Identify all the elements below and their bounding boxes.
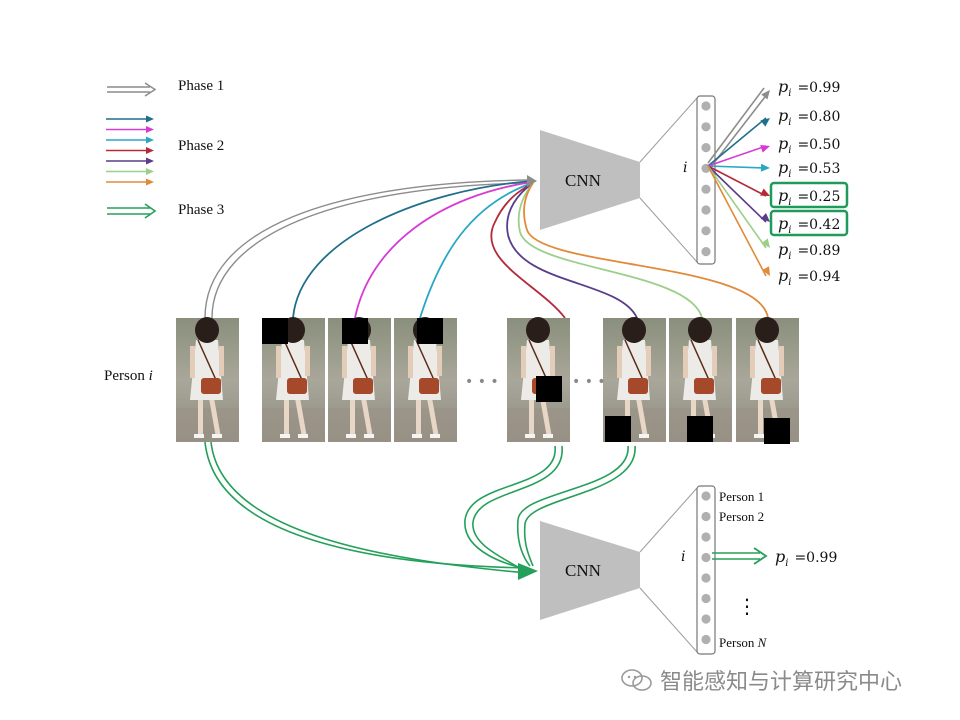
bottom-node-4	[701, 552, 711, 563]
highlight-box-025	[769, 181, 849, 209]
legend-phase3-arrow	[107, 203, 157, 219]
person-image-4	[394, 317, 457, 442]
wechat-icon	[621, 669, 652, 691]
top-node-5	[701, 184, 711, 194]
bottom-node-1	[701, 491, 711, 501]
legend-phase1-label: Phase 1	[178, 78, 225, 94]
top-node-var: i	[683, 160, 687, 176]
bottom-node-5	[701, 573, 711, 583]
top-output-nodes	[701, 101, 711, 257]
fan-arrow-8	[707, 165, 770, 277]
occlusion-block-4	[417, 318, 443, 344]
legend-phase2-arrow-2	[106, 126, 154, 133]
phase-curves-to-top-cnn	[204, 175, 769, 319]
ellipsis-2: • • •	[572, 374, 606, 390]
top-node-1	[701, 101, 711, 111]
fan-arrow-7	[707, 165, 770, 249]
top-node-7	[701, 226, 711, 236]
fan-arrow-2	[707, 117, 770, 167]
prob-label-6: pi=0.42	[778, 214, 840, 236]
bottom-node-7	[701, 614, 711, 624]
watermark-text: 智能感知与计算研究中心	[660, 670, 903, 695]
person-image-2	[262, 317, 325, 442]
occlusion-block-2	[262, 318, 288, 344]
prob-label-8: pi=0.94	[778, 266, 840, 288]
bottom-node-var: i	[681, 549, 685, 565]
person-image-6	[603, 317, 666, 442]
person-label-text: Person	[104, 368, 145, 384]
person-n-label: Person N	[719, 635, 768, 650]
person-image-3	[328, 317, 391, 442]
phase3-arrowhead	[518, 563, 538, 580]
legend-phase2-arrow-3	[106, 136, 154, 144]
legend-phase3-label: Phase 3	[178, 202, 225, 218]
top-output-column	[696, 95, 716, 265]
cnn-bottom-label: CNN	[565, 561, 601, 580]
legend-phase2-arrows	[106, 115, 154, 186]
watermark: 智能感知与计算研究中心	[620, 664, 902, 696]
legend-phase2-label: Phase 2	[178, 138, 225, 154]
top-node-8	[701, 247, 711, 257]
legend-phase2-arrow-5	[106, 157, 154, 165]
top-fan-arrows	[707, 87, 770, 277]
legend-phase2-arrow-1	[106, 115, 154, 123]
legend-phase2-arrow-4	[106, 147, 154, 154]
fan-arrow-5	[707, 165, 770, 197]
prob-label-5: pi=0.25	[778, 186, 840, 208]
legend-phase2-arrow-7	[106, 178, 154, 186]
top-node-2	[701, 122, 711, 132]
highlight-box-042	[769, 209, 849, 237]
cnn-top-block	[540, 130, 640, 230]
prob-label-2: pi=0.80	[778, 106, 840, 128]
person-image-8	[736, 317, 799, 444]
bottom-node-6	[701, 593, 711, 604]
ellipsis-1: • • •	[465, 374, 499, 390]
prob-label-7: pi=0.89	[778, 240, 840, 262]
occlusion-block-3	[342, 318, 368, 344]
bottom-output-nodes	[701, 491, 711, 645]
bottom-output-column	[696, 485, 716, 655]
person-2-label: Person 2	[719, 509, 764, 524]
bottom-node-3	[701, 532, 711, 542]
bottom-node-8	[701, 634, 711, 645]
person-image-strip	[176, 317, 799, 444]
cnn-top-label: CNN	[565, 171, 601, 190]
phase3-curves	[204, 441, 636, 575]
occlusion-block-6	[605, 416, 631, 442]
fan-arrow-3	[707, 144, 770, 167]
fan-arrow-6	[707, 165, 770, 223]
occlusion-block-8	[764, 418, 790, 444]
fan-arrow-4	[707, 163, 770, 172]
person-image-7	[669, 317, 732, 442]
top-node-6	[701, 205, 711, 215]
person-image-5	[507, 317, 570, 442]
occlusion-block-7	[687, 416, 713, 442]
person-label-var: i	[148, 368, 153, 384]
person-list-dots: ⋮	[737, 594, 757, 618]
prob-label-1: pi=0.99	[778, 77, 840, 99]
person-1-label: Person 1	[719, 489, 764, 504]
cnn-bottom-block	[540, 521, 640, 620]
top-node-3	[701, 143, 711, 153]
bottom-output-arrow	[712, 547, 768, 565]
legend-phase2-arrow-6	[106, 168, 154, 175]
person-i-label: Person i	[104, 368, 153, 385]
occlusion-block-5	[536, 376, 562, 402]
prob-label-3: pi=0.50	[778, 134, 840, 156]
person-image-1	[176, 317, 239, 442]
bottom-node-2	[701, 511, 711, 522]
bottom-probability: pi=0.99	[775, 547, 837, 569]
prob-label-4: pi=0.53	[778, 158, 840, 180]
legend-phase1-arrow	[107, 82, 157, 97]
